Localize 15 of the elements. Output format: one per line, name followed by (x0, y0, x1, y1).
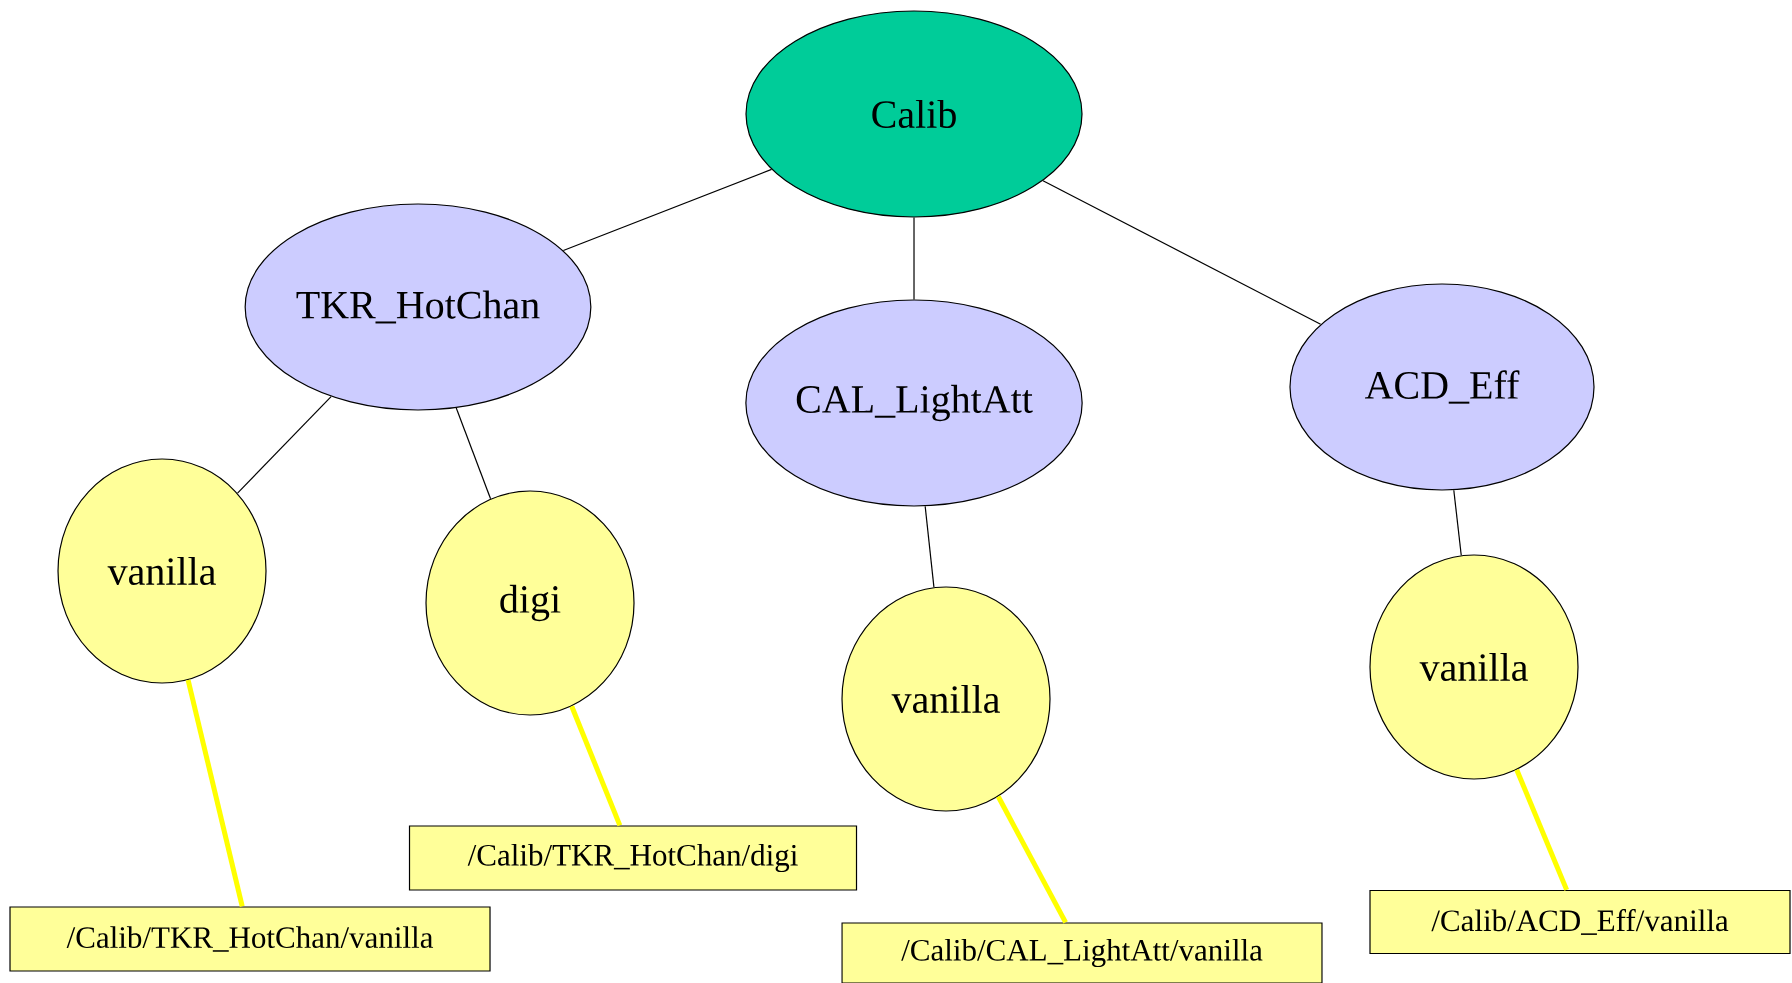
connector-line (185, 679, 245, 907)
path-box: /Calib/CAL_LightAtt/vanilla (841, 922, 1323, 983)
connector-line (455, 407, 492, 500)
connector-line (913, 217, 915, 300)
path-box: /Calib/TKR_HotChan/vanilla (9, 906, 491, 972)
connector-line (236, 396, 332, 494)
connector-line (1453, 489, 1462, 556)
connector-line (569, 705, 623, 827)
path-box: /Calib/TKR_HotChan/digi (408, 825, 858, 891)
connector-line (1514, 768, 1569, 891)
connector-line (924, 505, 935, 588)
connector-line (562, 168, 773, 252)
connector-line (996, 795, 1068, 924)
connector-line (1042, 180, 1322, 325)
path-box: /Calib/ACD_Eff/vanilla (1369, 889, 1791, 955)
